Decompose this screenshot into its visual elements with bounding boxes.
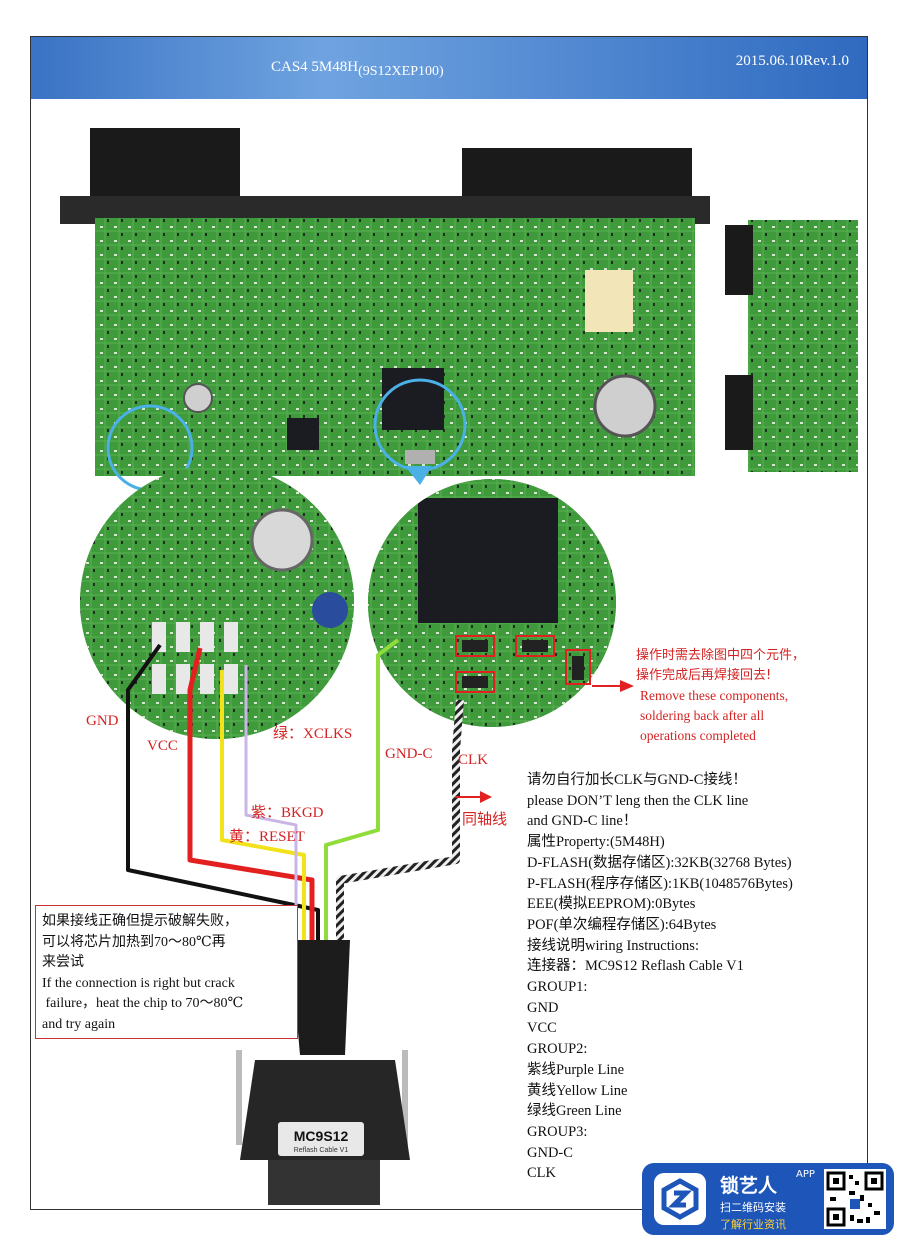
- app-name: 锁艺人: [720, 1175, 778, 1197]
- vcc-label: VCC: [147, 738, 178, 754]
- bkgd-label: 紫：BKGD: [251, 805, 324, 821]
- header-banner: CAS4 5M48H(9S12XEP100) 2015.06.10Rev.1.0: [31, 37, 867, 99]
- heating-tip-box: 如果接线正确但提示破解失败， 可以将芯片加热到70～80℃再 来尝试 If th…: [35, 905, 298, 1039]
- wires: [126, 638, 492, 950]
- reflash-connector: MC9S12 Reflash Cable V1: [236, 940, 410, 1205]
- app-tag: APP: [796, 1169, 815, 1180]
- side-pcb: [725, 220, 858, 472]
- connector-model: MC9S12: [294, 1128, 349, 1144]
- gnd-c-label: GND-C: [385, 746, 433, 762]
- reset-label: 黄：RESET: [229, 829, 305, 845]
- qr-code-icon: [824, 1169, 886, 1229]
- xclks-label: 绿：XCLKS: [273, 726, 353, 742]
- zoom-right: [368, 479, 634, 727]
- clk-label: CLK: [458, 752, 488, 768]
- connector-subtitle: Reflash Cable V1: [294, 1147, 349, 1154]
- gnd-label: GND: [86, 713, 119, 729]
- scan-text: 扫二维码安装: [720, 1201, 786, 1214]
- info-text: 了解行业资讯: [720, 1218, 786, 1231]
- app-watermark-badge: 锁艺人 APP 扫二维码安装 了解行业资讯: [642, 1163, 894, 1235]
- zoom-left: [80, 465, 354, 739]
- document-title: CAS4 5M48H(9S12XEP100): [271, 59, 444, 79]
- coax-label: 同轴线: [462, 812, 508, 828]
- app-logo-icon: [654, 1173, 706, 1225]
- revision-label: 2015.06.10Rev.1.0: [735, 53, 849, 69]
- wiring-instructions: 请勿自行加长CLK与GND-C接线！ please DON’T leng the…: [527, 772, 793, 1182]
- main-pcb: [60, 128, 710, 476]
- remove-components-note: 操作时需去除图中四个元件， 操作完成后再焊接回去! Remove these c…: [636, 648, 806, 743]
